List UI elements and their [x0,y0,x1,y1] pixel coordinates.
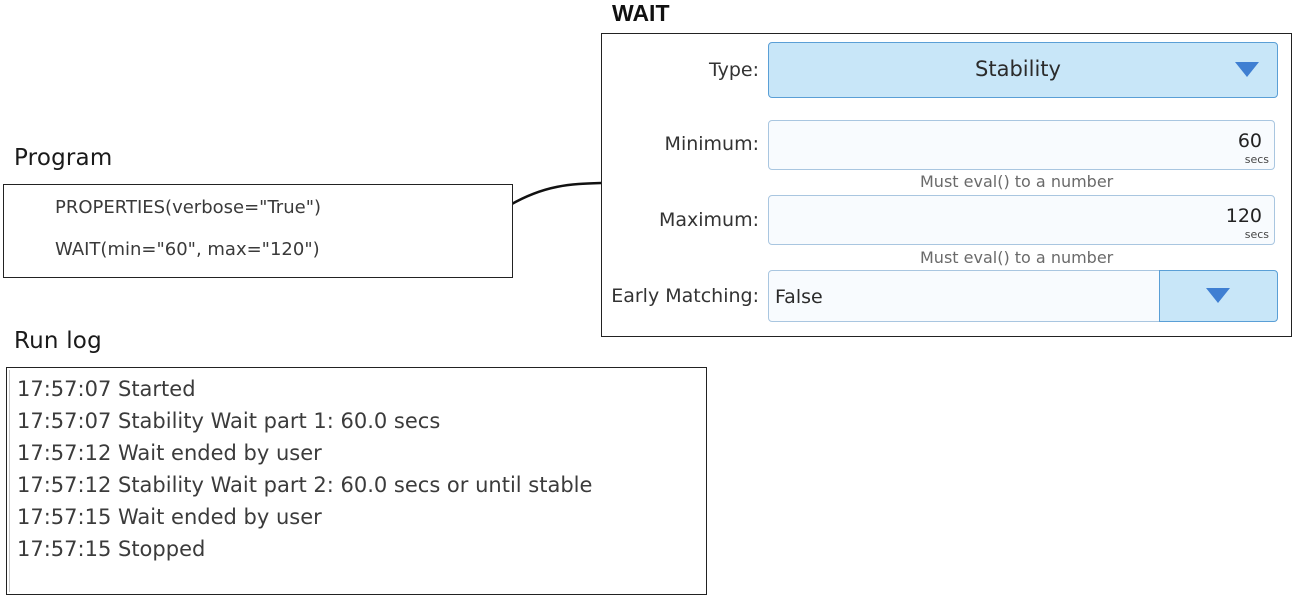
chevron-down-icon[interactable] [1235,62,1259,77]
chevron-down-icon[interactable] [1206,288,1230,303]
minimum-label: Minimum: [664,133,759,155]
log-line: 17:57:12 Wait ended by user [17,441,322,465]
minimum-field[interactable]: 60 secs [768,120,1275,170]
program-line-wait[interactable]: WAIT(min="60", max="120") [55,239,320,260]
program-title: Program [14,145,113,171]
maximum-hint: Must eval() to a number [920,248,1114,267]
wait-properties-panel: Type: Stability Minimum: 60 secs Must ev… [601,33,1292,337]
early-matching-dropdown-button[interactable] [1159,270,1278,322]
log-line: 17:57:15 Wait ended by user [17,505,322,529]
log-line: 17:57:12 Stability Wait part 2: 60.0 sec… [17,473,593,497]
run-log-panel[interactable]: 17:57:07 Started 17:57:07 Stability Wait… [6,367,707,595]
early-matching-value: False [775,286,823,308]
program-editor[interactable]: PROPERTIES(verbose="True") WAIT(min="60"… [3,184,513,278]
run-log-title: Run log [14,328,102,354]
minimum-hint: Must eval() to a number [920,172,1114,191]
wait-panel-title: WAIT [612,0,670,26]
maximum-value: 120 [1225,205,1262,227]
maximum-unit: secs [1244,228,1269,241]
minimum-unit: secs [1244,153,1269,166]
log-line: 17:57:07 Stability Wait part 1: 60.0 sec… [17,409,441,433]
type-dropdown[interactable]: Stability [768,42,1278,98]
log-line: 17:57:15 Stopped [17,537,206,561]
type-label: Type: [708,59,759,81]
minimum-value: 60 [1237,130,1262,152]
maximum-field[interactable]: 120 secs [768,195,1275,245]
program-line-properties[interactable]: PROPERTIES(verbose="True") [55,197,321,218]
log-line: 17:57:07 Started [17,377,196,401]
early-matching-dropdown[interactable]: False [768,270,1160,322]
maximum-label: Maximum: [658,209,759,231]
type-value: Stability [975,57,1061,81]
early-matching-label: Early Matching: [611,285,759,307]
